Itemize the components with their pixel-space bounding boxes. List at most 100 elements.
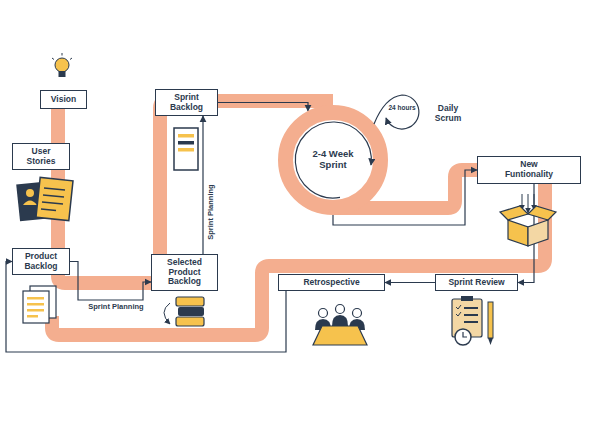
book <box>176 297 204 306</box>
node-text: Selected Product Backlog <box>159 258 211 287</box>
clock-hands <box>463 332 467 337</box>
bulb-base <box>59 71 66 77</box>
paper <box>23 291 49 323</box>
flow-arrow <box>518 184 534 283</box>
document-line <box>178 134 194 138</box>
person-body <box>315 319 331 330</box>
box-flap <box>528 206 556 220</box>
process-box: New Funtionality <box>477 156 581 184</box>
person-head <box>353 309 362 318</box>
bulb-ray <box>52 58 54 60</box>
box-flap <box>500 206 528 220</box>
person-body <box>349 319 365 330</box>
bulb-glass <box>55 58 69 72</box>
story-card <box>36 177 73 220</box>
person-body <box>332 315 348 326</box>
edge-label: Sprint Planning <box>207 176 217 248</box>
document-line <box>178 148 194 152</box>
check-mark <box>456 312 461 316</box>
story-line <box>43 195 64 197</box>
story-line <box>41 209 56 211</box>
bulb-ray <box>70 58 72 60</box>
book <box>178 307 204 316</box>
sprint-circle: 2-4 Week Sprint <box>278 105 388 215</box>
process-box: Sprint Backlog <box>155 89 218 116</box>
story-cards-icon <box>16 177 73 221</box>
delivery-box-icon <box>500 194 556 246</box>
cycle-arrow <box>164 303 170 324</box>
paper-line <box>27 297 44 300</box>
document-line <box>178 141 194 145</box>
backlog-papers-icon <box>23 286 56 323</box>
meeting-table <box>313 326 367 345</box>
daily-scrum-loop <box>374 95 419 129</box>
flow-arrow <box>385 282 435 283</box>
clipboard <box>452 299 482 337</box>
drop-arrow <box>528 194 529 213</box>
cycle-duration: 24 hours <box>387 104 417 111</box>
process-box: Retrospective <box>278 274 385 291</box>
clipboard-line <box>464 307 478 309</box>
process-box: Selected Product Backlog <box>151 254 218 291</box>
box-side <box>508 220 528 246</box>
document <box>174 128 198 170</box>
event-label: Daily Scrum <box>430 104 466 124</box>
sprint-doc-icon <box>174 128 198 170</box>
paper <box>30 286 56 318</box>
book-stack-icon <box>164 297 204 326</box>
clipboard-clip <box>461 296 473 301</box>
bulb-ray <box>62 53 63 56</box>
process-box: Vision <box>40 90 87 109</box>
band-connector <box>51 109 65 143</box>
node-text: User Stories <box>21 147 61 167</box>
node-text: Sprint Backlog <box>167 93 207 113</box>
story-card <box>16 182 48 222</box>
paper-line <box>27 315 38 318</box>
pencil <box>488 302 493 338</box>
flow-arrow <box>6 262 286 353</box>
paper-line <box>27 303 44 306</box>
sprint-cycle-arrow <box>295 122 371 198</box>
process-box: User Stories <box>12 143 70 170</box>
clock <box>455 329 471 345</box>
box-side <box>528 220 548 246</box>
band-connector <box>51 170 65 248</box>
story-person-body <box>23 201 37 206</box>
node-text: New Funtionality <box>499 160 559 180</box>
flow-arrow <box>218 103 308 112</box>
edge-label: Sprint Planning <box>80 303 152 313</box>
clipboard-line <box>464 321 478 323</box>
person-head <box>319 309 328 318</box>
flow-arrow <box>202 116 203 254</box>
sprint-ring-shape <box>286 113 381 208</box>
process-box: Sprint Review <box>435 274 518 291</box>
pencil-tip <box>488 338 493 345</box>
story-line <box>44 188 65 190</box>
orange-band <box>52 182 545 335</box>
lightbulb-icon <box>52 53 72 77</box>
node-text: Product Backlog <box>17 252 65 272</box>
flow-arrow <box>70 262 151 301</box>
paper-line <box>27 309 44 312</box>
person-head <box>336 305 345 314</box>
node-text: 2-4 Week Sprint <box>308 149 358 171</box>
drop-arrow <box>522 194 523 210</box>
meeting-icon <box>313 305 367 346</box>
process-box: Product Backlog <box>12 248 70 275</box>
node-text: Sprint Review <box>448 278 504 288</box>
drop-arrow <box>534 194 535 210</box>
clipboard-line <box>464 314 478 316</box>
story-person-head <box>26 189 34 197</box>
node-text: Retrospective <box>303 278 359 288</box>
clipboard-icon <box>452 296 493 345</box>
book <box>176 317 204 326</box>
node-text: Vision <box>51 95 76 105</box>
check-mark <box>456 305 461 309</box>
story-line <box>42 202 63 204</box>
